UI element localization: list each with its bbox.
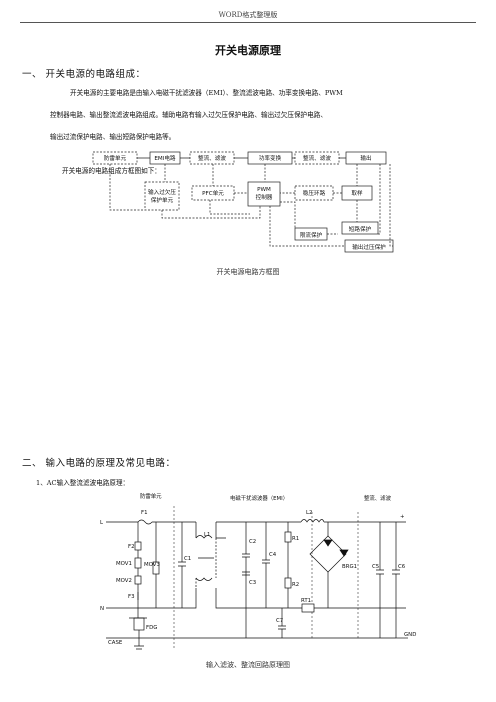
label-lightning: 防雷单元 [104, 154, 127, 162]
label-N: N [100, 606, 104, 612]
header-rule [20, 22, 476, 23]
resistor-r2 [284, 577, 292, 589]
section1-para-line1: 开关电源的主要电路是由输入电磁干扰滤波器（EMI）、整流滤波电路、功率变换电路、… [70, 89, 343, 97]
label-emi-filter: 电磁干扰滤波器（EMI） [230, 494, 288, 502]
label-short-protect: 短路保护 [349, 225, 372, 233]
label-r1: R1 [292, 536, 299, 542]
capacitor-c7 [278, 608, 286, 638]
label-pwm-1: PWM [257, 187, 271, 193]
label-rectifier: 整流、滤波 [198, 154, 226, 162]
resistor-r1 [284, 531, 292, 543]
block-isolation [294, 185, 334, 201]
label-r2: R2 [292, 582, 299, 588]
label-plus: + [400, 514, 405, 520]
label-emi: EMI电路 [154, 154, 176, 162]
label-input-protect-1: 输入过欠压 [148, 188, 176, 196]
block-pwm [247, 181, 281, 207]
label-L: L [100, 520, 103, 526]
thermistor-rt1 [301, 603, 315, 613]
input-filter-schematic: 防雷单元 电磁干扰滤波器（EMI） 整流、滤波 L N CASE GND + F… [100, 492, 416, 650]
choke-l2 [300, 519, 325, 523]
schematic-caption: 输入滤波、整流回路原理图 [206, 661, 290, 669]
label-c6: C6 [398, 564, 406, 570]
block-diagram-caption: 开关电源电路方框图 [216, 268, 280, 276]
block-short-protect [341, 221, 379, 235]
label-mov3: MOV3 [144, 562, 160, 568]
document-title: 开关电源原理 [215, 44, 281, 57]
label-power-conversion: 功率变换 [259, 154, 282, 162]
fuse-f1 [137, 519, 153, 525]
capacitors-c2-c3 [242, 522, 250, 638]
label-pwm-2: 控制器 [256, 193, 273, 201]
block-input-protect [144, 181, 180, 211]
label-rt1: RT1 [301, 598, 311, 604]
label-f3: F3 [128, 594, 135, 600]
label-brg1: BRG1 [342, 564, 357, 570]
label-output-rectifier: 整流、滤波 [303, 154, 331, 162]
label-output-protect: 输出过压保护 [352, 243, 386, 251]
label-sampling: 取样 [351, 189, 363, 197]
label-c3: C3 [249, 580, 256, 586]
page-header: WORD格式整理版 [218, 11, 278, 19]
label-lightning-unit: 防雷单元 [140, 492, 162, 500]
capacitors-c5-c6 [376, 522, 400, 638]
label-pfc: PFC单元 [202, 189, 224, 197]
section2-subheading: 1、AC输入整流滤波电路原理： [36, 479, 130, 487]
label-c1: C1 [184, 556, 191, 562]
fuse-f2 [134, 541, 142, 551]
gas-discharge-tube-fdg [133, 617, 145, 631]
label-case: CASE [108, 640, 123, 646]
section2-heading: 二、 输入电路的原理及常见电路： [22, 458, 176, 469]
label-f2: F2 [128, 544, 135, 550]
label-c4: C4 [269, 552, 277, 558]
label-fdg: FDG [146, 625, 157, 631]
label-c2: C2 [249, 539, 256, 545]
mov3 [152, 561, 160, 575]
label-f1: F1 [141, 510, 148, 516]
label-output: 输出 [360, 154, 371, 162]
label-mov2: MOV2 [116, 578, 132, 584]
section1-heading: 一、 开关电源的电路组成： [22, 69, 146, 80]
section1-para-line4: 开关电源的电路组成方框图如下： [62, 167, 161, 175]
label-rect-filter: 整流、滤波 [364, 494, 392, 502]
label-l1: L1 [204, 532, 210, 538]
power-block-diagram: 防雷单元 EMI电路 整流、滤波 功率变换 整流、滤波 输出 输入过欠压 保护单… [92, 151, 394, 253]
label-input-protect-2: 保护单元 [151, 196, 174, 204]
label-gnd: GND [404, 632, 416, 638]
choke-l1 [195, 535, 214, 581]
label-isolation: 稳压环路 [303, 189, 326, 197]
section1-para-line3: 输出过流保护电路、输出短路保护电路等。 [50, 133, 176, 141]
capacitor-c4 [262, 522, 270, 608]
mov1 [134, 557, 142, 569]
label-current-protect: 限流保护 [300, 231, 323, 239]
label-mov1: MOV1 [116, 561, 132, 567]
label-c7: C7 [276, 618, 283, 624]
capacitor-c1 [178, 522, 186, 608]
label-l2: L2 [306, 510, 312, 516]
mov2 [134, 575, 142, 585]
section1-para-line2: 控制器电路、输出整流滤波电路组成。辅助电路有输入过欠压保护电路、输出过欠压保护电… [50, 111, 327, 119]
label-c5: C5 [372, 564, 379, 570]
